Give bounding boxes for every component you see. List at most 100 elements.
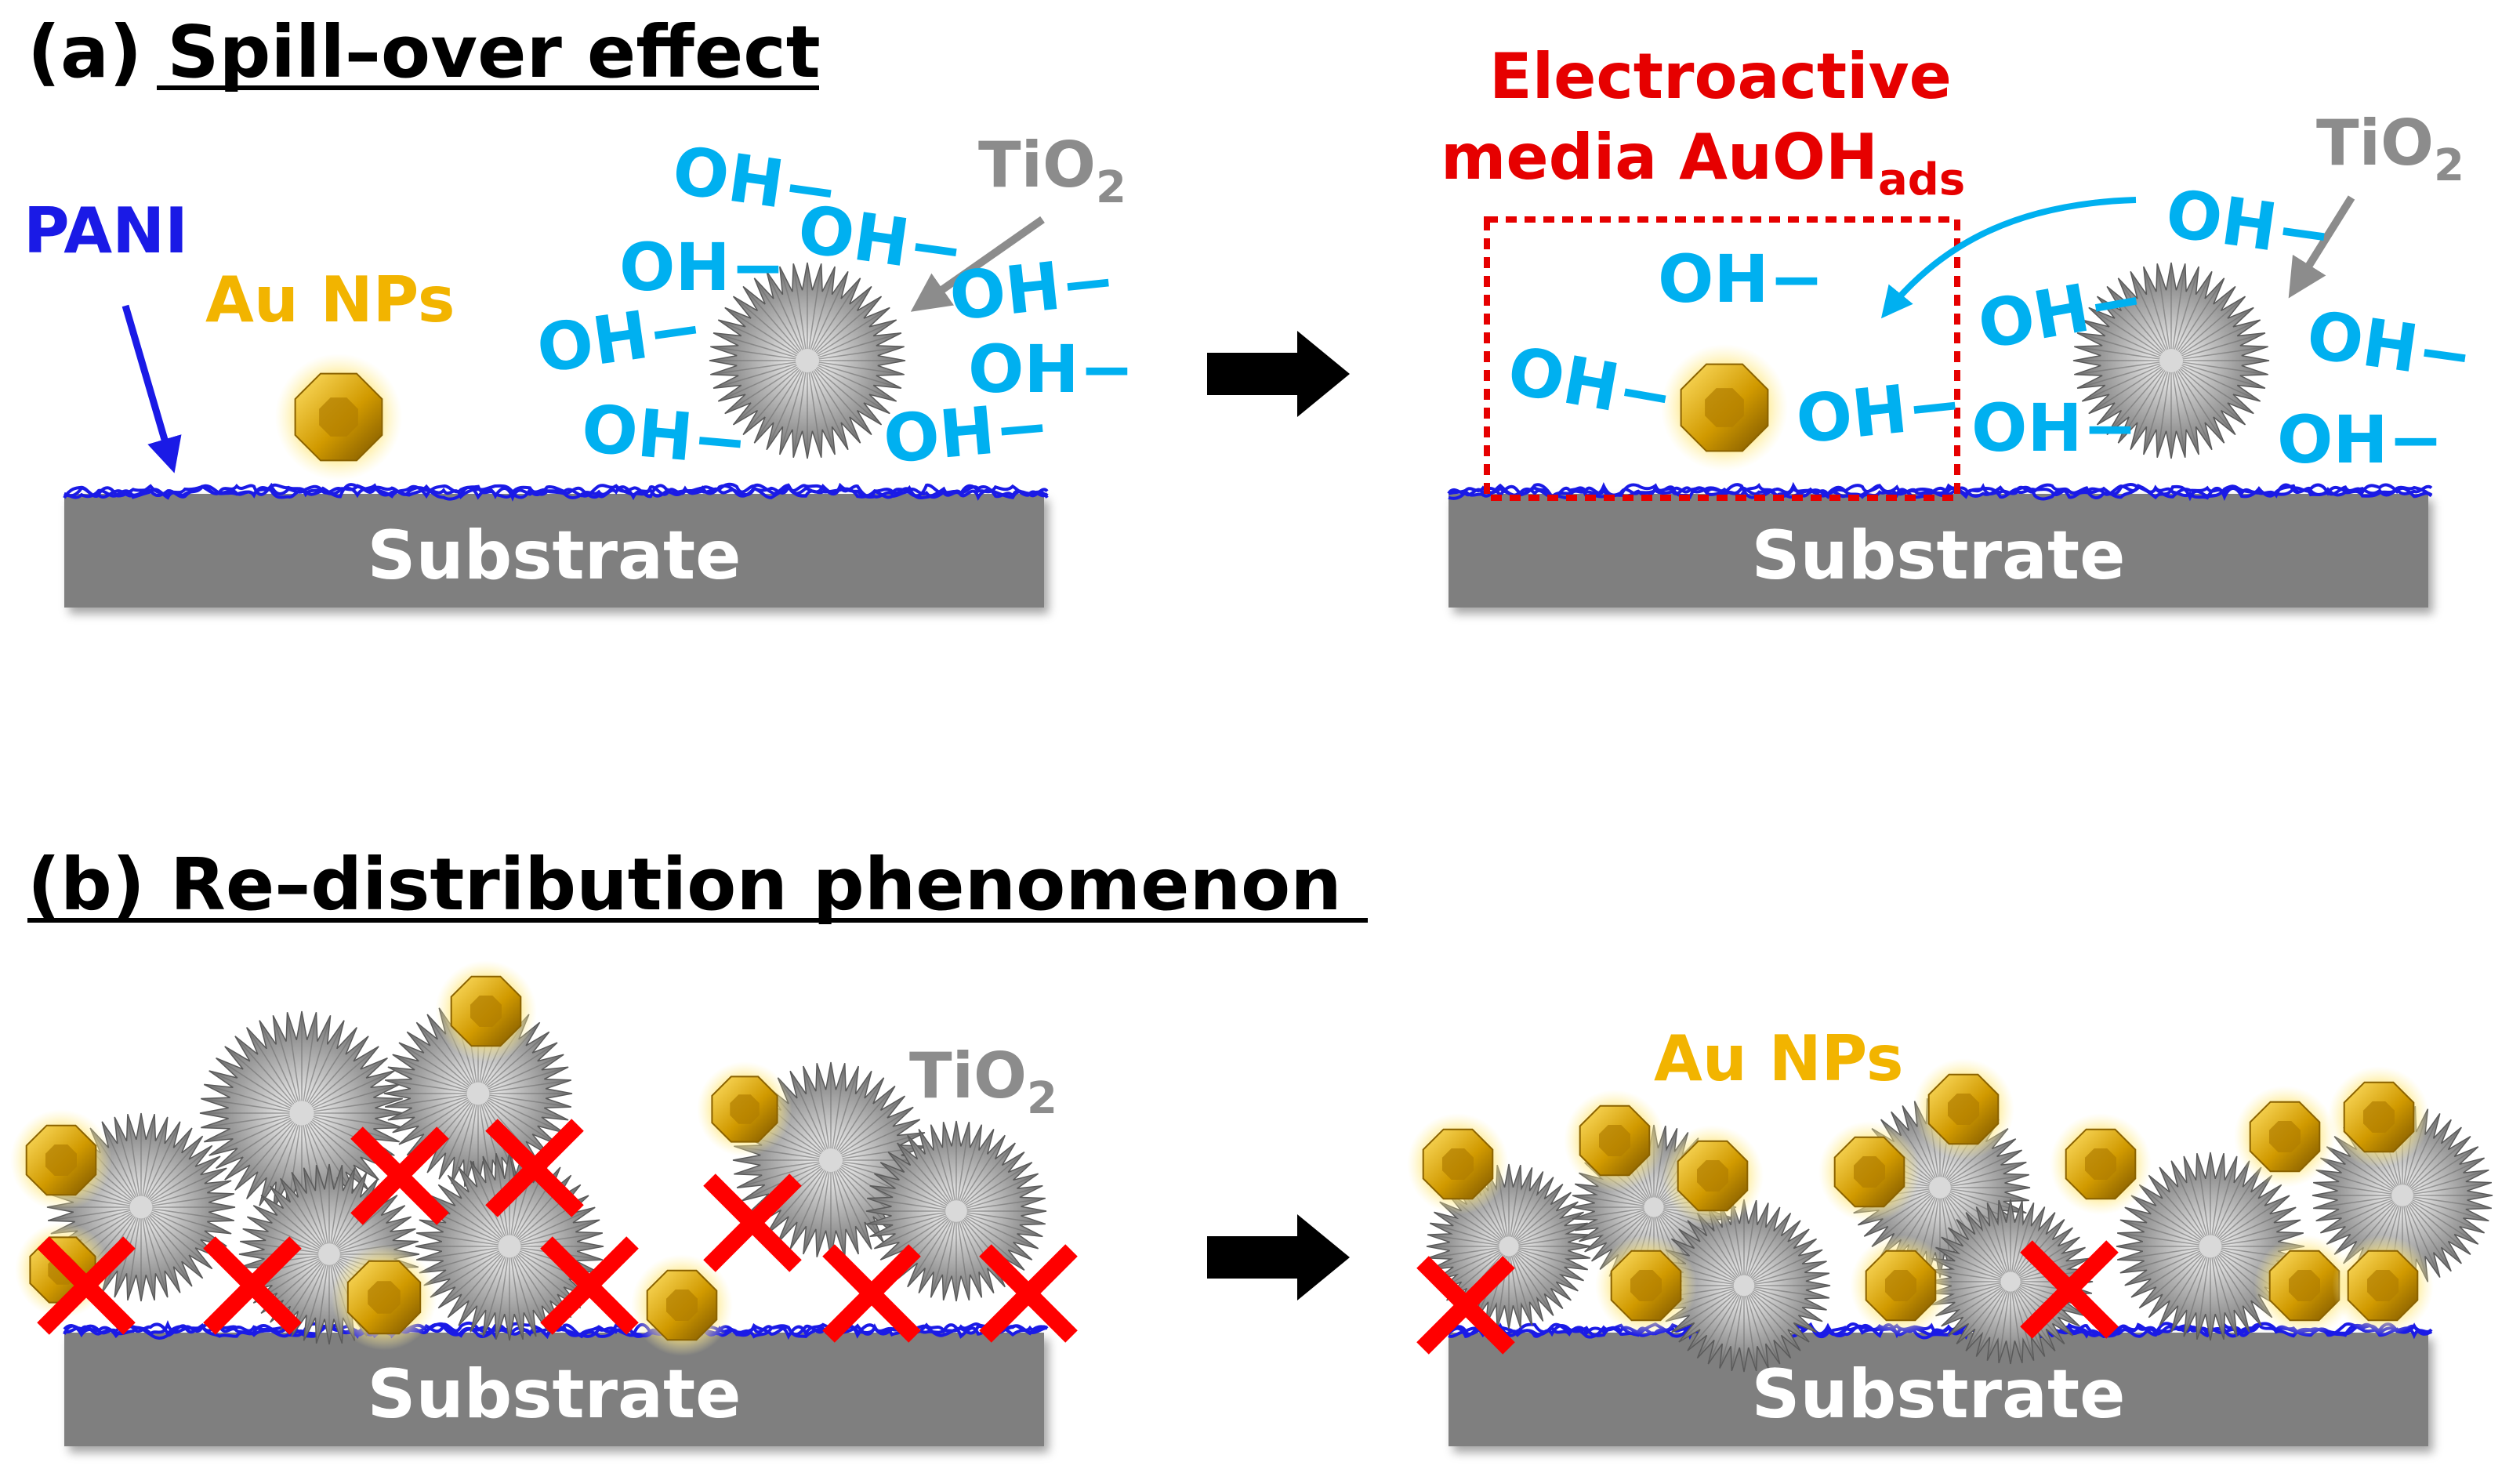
cross-stroke <box>2020 1240 2119 1339</box>
tio2-ray <box>219 1060 303 1114</box>
cross-stroke <box>822 1244 921 1343</box>
tio2-ray <box>1743 1206 1768 1286</box>
au-nanoparticle <box>331 1244 437 1351</box>
tio2-ray <box>899 1145 957 1212</box>
tio2-particle <box>1657 1199 1831 1373</box>
cross-stroke <box>1416 1256 1515 1355</box>
tio2-ray <box>301 1020 330 1114</box>
tio2-ray <box>2170 360 2257 400</box>
tio2-ray <box>1720 1285 1745 1365</box>
tio2-ray <box>440 1093 479 1176</box>
tio2-ray <box>1743 1216 1789 1286</box>
tio2-ray <box>955 1210 970 1297</box>
tio2-core <box>289 1101 314 1126</box>
tio2-ray <box>140 1181 227 1208</box>
tio2-ray <box>140 1131 190 1208</box>
substrate-b-left <box>64 1333 1044 1446</box>
tio2-ray <box>477 1093 560 1132</box>
cross-stroke <box>703 1173 802 1272</box>
tio2-ray <box>1959 1281 2011 1341</box>
tio2-ray <box>955 1210 993 1290</box>
tio2-ray <box>1731 1285 1745 1367</box>
tio2-core <box>1929 1177 1951 1199</box>
tio2-ray <box>2210 1208 2293 1247</box>
tio2-ray <box>756 281 808 361</box>
au-nps-label-b: Au NPs <box>1654 1022 1904 1095</box>
tio2-ray <box>955 1186 1039 1212</box>
tio2-ray <box>316 1169 330 1255</box>
oh-ion-label: OH− <box>1971 390 2137 466</box>
tio2-label-b: TiO2 <box>909 1039 1057 1124</box>
tio2-ray <box>1959 1222 2011 1282</box>
tio2-ray <box>780 1159 832 1239</box>
au-nanoparticle <box>2328 1066 2430 1168</box>
tio2-ray <box>955 1210 981 1294</box>
tio2-ray <box>830 1089 893 1161</box>
tio2-ray <box>1508 1246 1552 1313</box>
tio2-ray <box>2010 1204 2022 1282</box>
au-nps-label-a: Au NPs <box>205 263 455 336</box>
tio2-ray <box>140 1206 190 1283</box>
tio2-ray <box>292 1253 330 1333</box>
tio2-ray <box>328 1207 402 1255</box>
tio2-ray <box>1508 1180 1552 1247</box>
tio2-ray <box>433 1197 510 1247</box>
tio2-ray <box>2324 1195 2403 1232</box>
tio2-ray <box>2109 360 2172 432</box>
tio2-ray <box>1743 1285 1757 1367</box>
tio2-ray <box>421 1246 510 1260</box>
au-nanoparticle <box>697 1061 792 1157</box>
tio2-ray <box>1743 1285 1823 1310</box>
tio2-ray <box>745 360 808 432</box>
tio2-ray <box>2170 360 2210 446</box>
tio2-ray <box>722 360 808 400</box>
tio2-ray <box>441 1246 510 1306</box>
tio2-ray <box>213 1072 303 1114</box>
tio2-ray <box>1508 1213 1581 1247</box>
tio2-ray <box>1867 1187 1941 1235</box>
tio2-ray <box>2161 1246 2211 1322</box>
tio2-ray <box>830 1159 845 1253</box>
tio2-ray <box>237 1112 303 1187</box>
oh-ion-label: OH− <box>968 331 1134 408</box>
pani-layer-a-left <box>63 482 1049 502</box>
tio2-ray <box>955 1210 1039 1236</box>
cross-stroke <box>540 1236 639 1335</box>
tio2-ray <box>140 1158 217 1208</box>
tio2-ray <box>2170 360 2233 432</box>
tio2-ray <box>883 1164 957 1212</box>
tio2-ray <box>2402 1195 2486 1221</box>
tio2-core <box>1644 1197 1664 1217</box>
tio2-ray <box>769 1159 832 1232</box>
au-nanoparticle <box>2253 1235 2355 1337</box>
tio2-ray <box>871 1198 957 1212</box>
tio2-ray <box>792 1075 832 1161</box>
tio2-ray <box>2402 1195 2439 1274</box>
tio2-label-a-right: TiO2 <box>2316 107 2464 191</box>
tio2-ray <box>2402 1148 2475 1196</box>
tio2-ray <box>2170 270 2199 361</box>
tio2-ray <box>237 1039 303 1114</box>
oh-ion-label: OH− <box>1503 332 1680 436</box>
tio2-ray <box>2185 1160 2211 1247</box>
tio2-arrow-a-right <box>2288 195 2355 299</box>
tio2-core <box>2000 1271 2021 1292</box>
tio2-ray <box>2079 360 2172 375</box>
tio2-ray <box>301 1072 390 1114</box>
tio2-ray <box>2124 1221 2211 1247</box>
cross-stroke <box>485 1119 584 1217</box>
oh-migration-arrow <box>1880 197 2137 319</box>
tio2-ray <box>2092 360 2172 412</box>
tio2-ray <box>807 289 869 361</box>
au-facet <box>470 996 502 1027</box>
tio2-ray <box>2100 360 2172 423</box>
tio2-ray <box>390 1093 479 1107</box>
au-facet <box>1948 1094 1979 1125</box>
tio2-ray <box>2109 289 2172 361</box>
tio2-ray <box>140 1206 201 1275</box>
tio2-ray <box>427 1246 510 1285</box>
tio2-ray <box>955 1138 1003 1212</box>
tio2-ray <box>2402 1195 2488 1209</box>
tio2-ray <box>392 1068 479 1094</box>
electroactive-region-box <box>1484 216 1960 501</box>
